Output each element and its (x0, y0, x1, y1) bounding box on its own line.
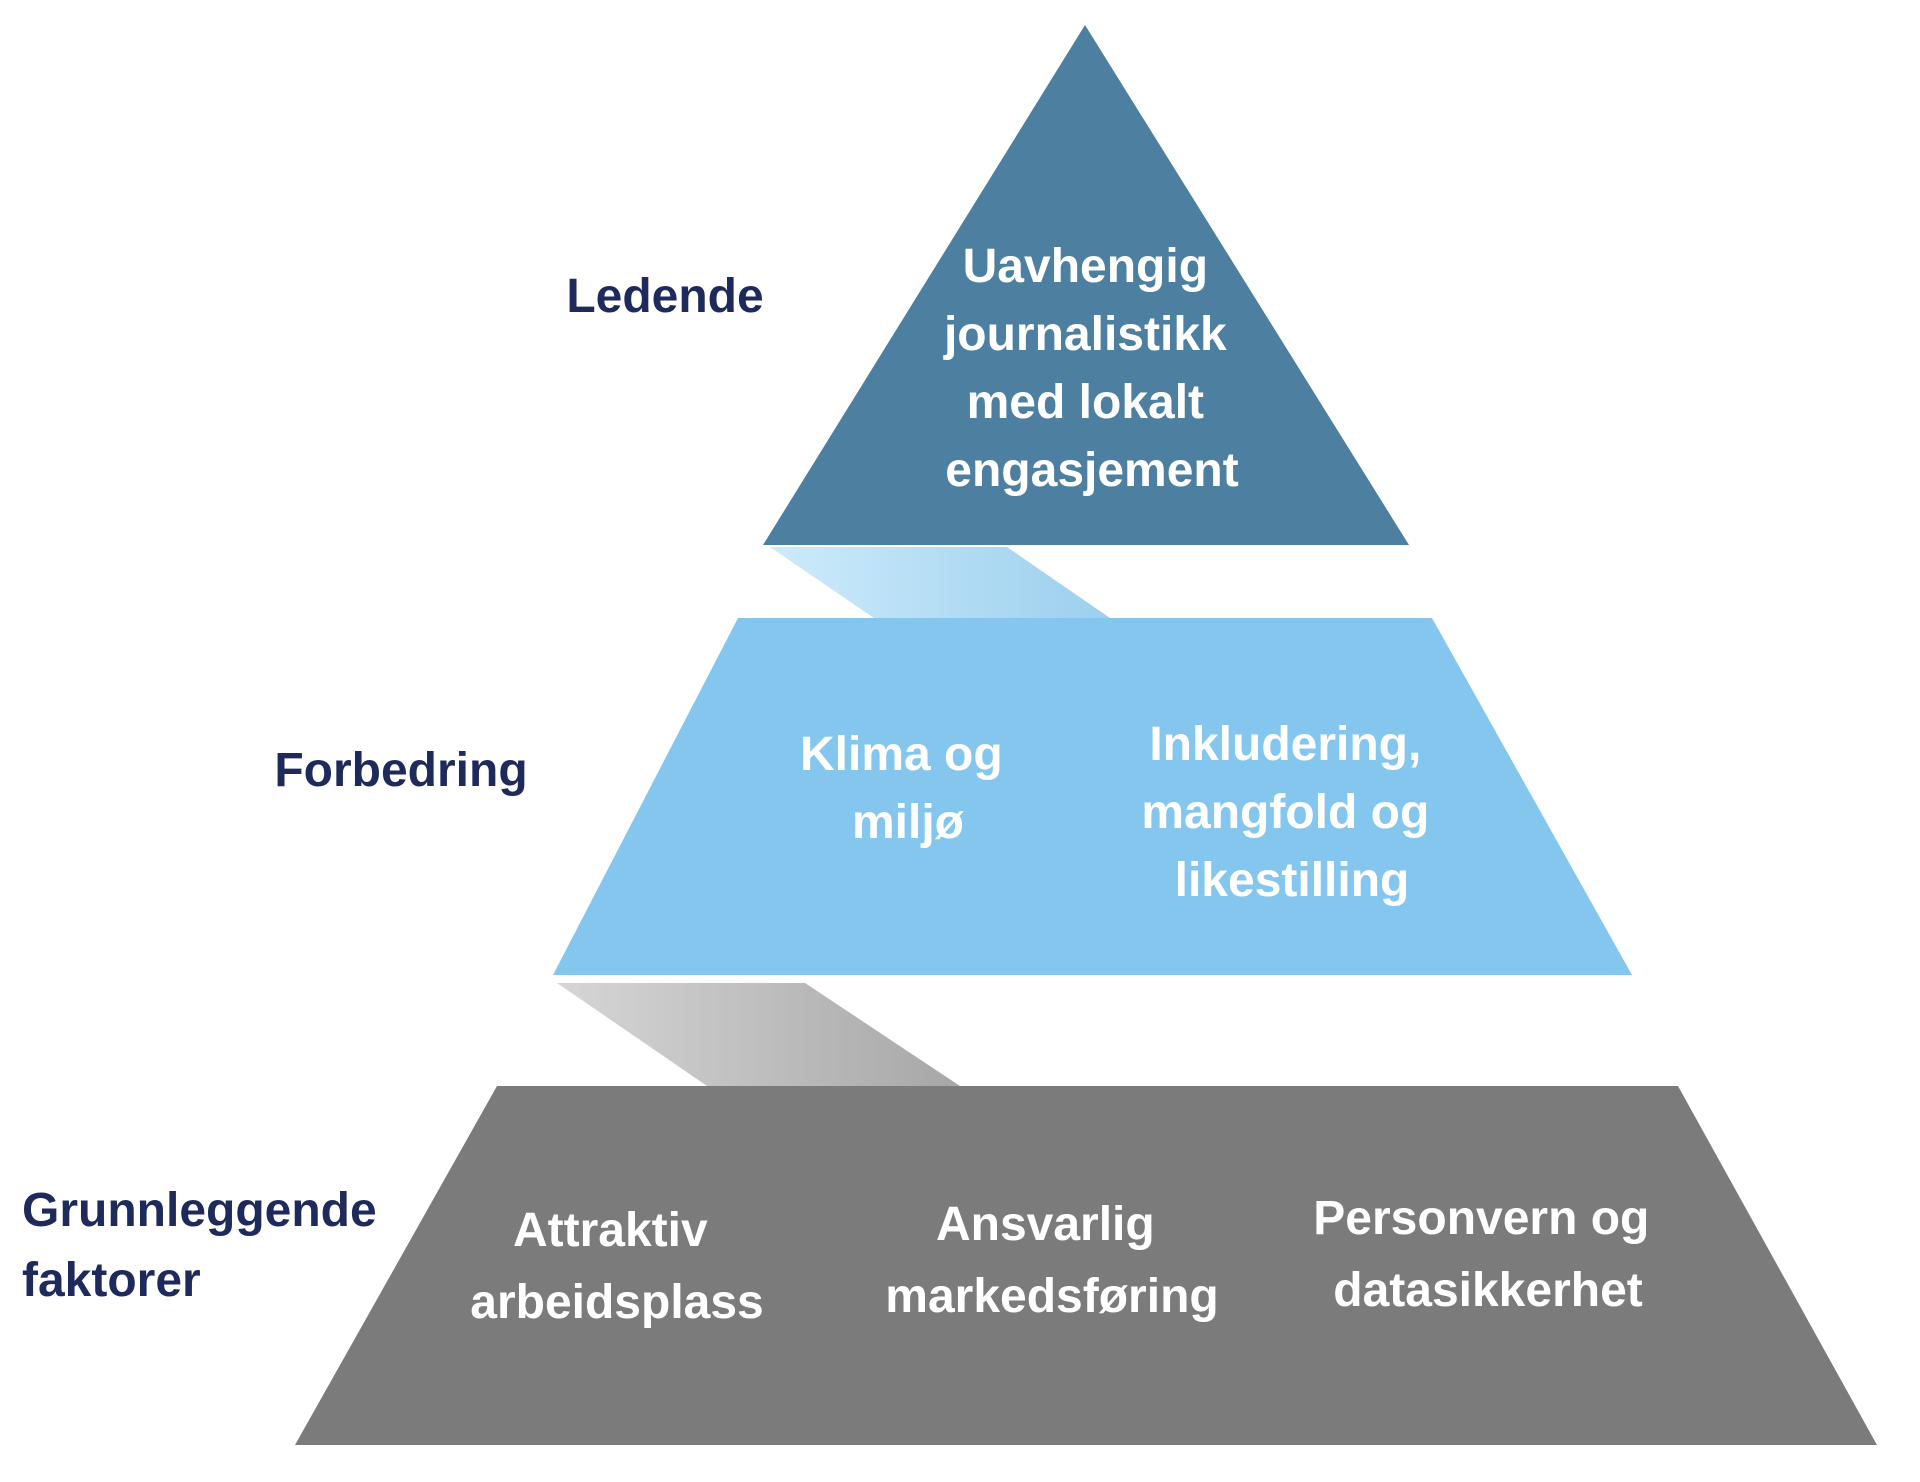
tier-text-line: datasikkerhet (1333, 1264, 1643, 1317)
tier-base-item-marketing: Ansvarlig markedsføring (885, 1198, 1218, 1323)
tier-text-line: miljø (852, 796, 965, 849)
level-label-middle: Forbedring (274, 744, 527, 797)
tier-middle-item-climate: Klima og miljø (800, 728, 1016, 849)
level-label-line: Ledende (566, 270, 763, 323)
pyramid-tier-top (763, 25, 1409, 545)
tier-top-item-independent-journalism: Uavhengig journalistikk med lokalt engas… (943, 240, 1240, 497)
tier-text-line: journalistikk (943, 308, 1227, 361)
level-label-line: Grunnleggende (22, 1184, 377, 1237)
tier-text-line: markedsføring (885, 1270, 1218, 1323)
level-label-line: faktorer (22, 1254, 201, 1307)
tier-text-line: arbeidsplass (470, 1276, 763, 1329)
tier-text-line: Inkludering, (1149, 718, 1421, 771)
connector-middle-base (557, 983, 960, 1086)
level-label-line: Forbedring (274, 744, 527, 797)
tier-text-line: med lokalt (967, 376, 1204, 429)
tier-text-line: Uavhengig (963, 240, 1208, 293)
level-label-top: Ledende (566, 270, 763, 323)
tier-base-item-workplace: Attraktiv arbeidsplass (470, 1204, 763, 1329)
tier-base-item-privacy: Personvern og datasikkerhet (1313, 1192, 1662, 1317)
level-label-base: Grunnleggende faktorer (22, 1184, 390, 1307)
pyramid-tier-base (295, 1086, 1877, 1445)
tier-text-line: Personvern og (1313, 1192, 1649, 1245)
pyramid-tier-middle (553, 618, 1632, 975)
connector-top-middle (770, 547, 1110, 618)
tier-text-line: Attraktiv (513, 1204, 708, 1257)
tier-text-line: Klima og (800, 728, 1003, 781)
tier-text-line: engasjement (945, 444, 1238, 497)
tier-text-line: mangfold og (1141, 786, 1429, 839)
tier-text-line: Ansvarlig (936, 1198, 1155, 1251)
tier-text-line: likestilling (1175, 854, 1410, 907)
tier-middle-item-inclusion: Inkludering, mangfold og likestilling (1141, 718, 1442, 907)
